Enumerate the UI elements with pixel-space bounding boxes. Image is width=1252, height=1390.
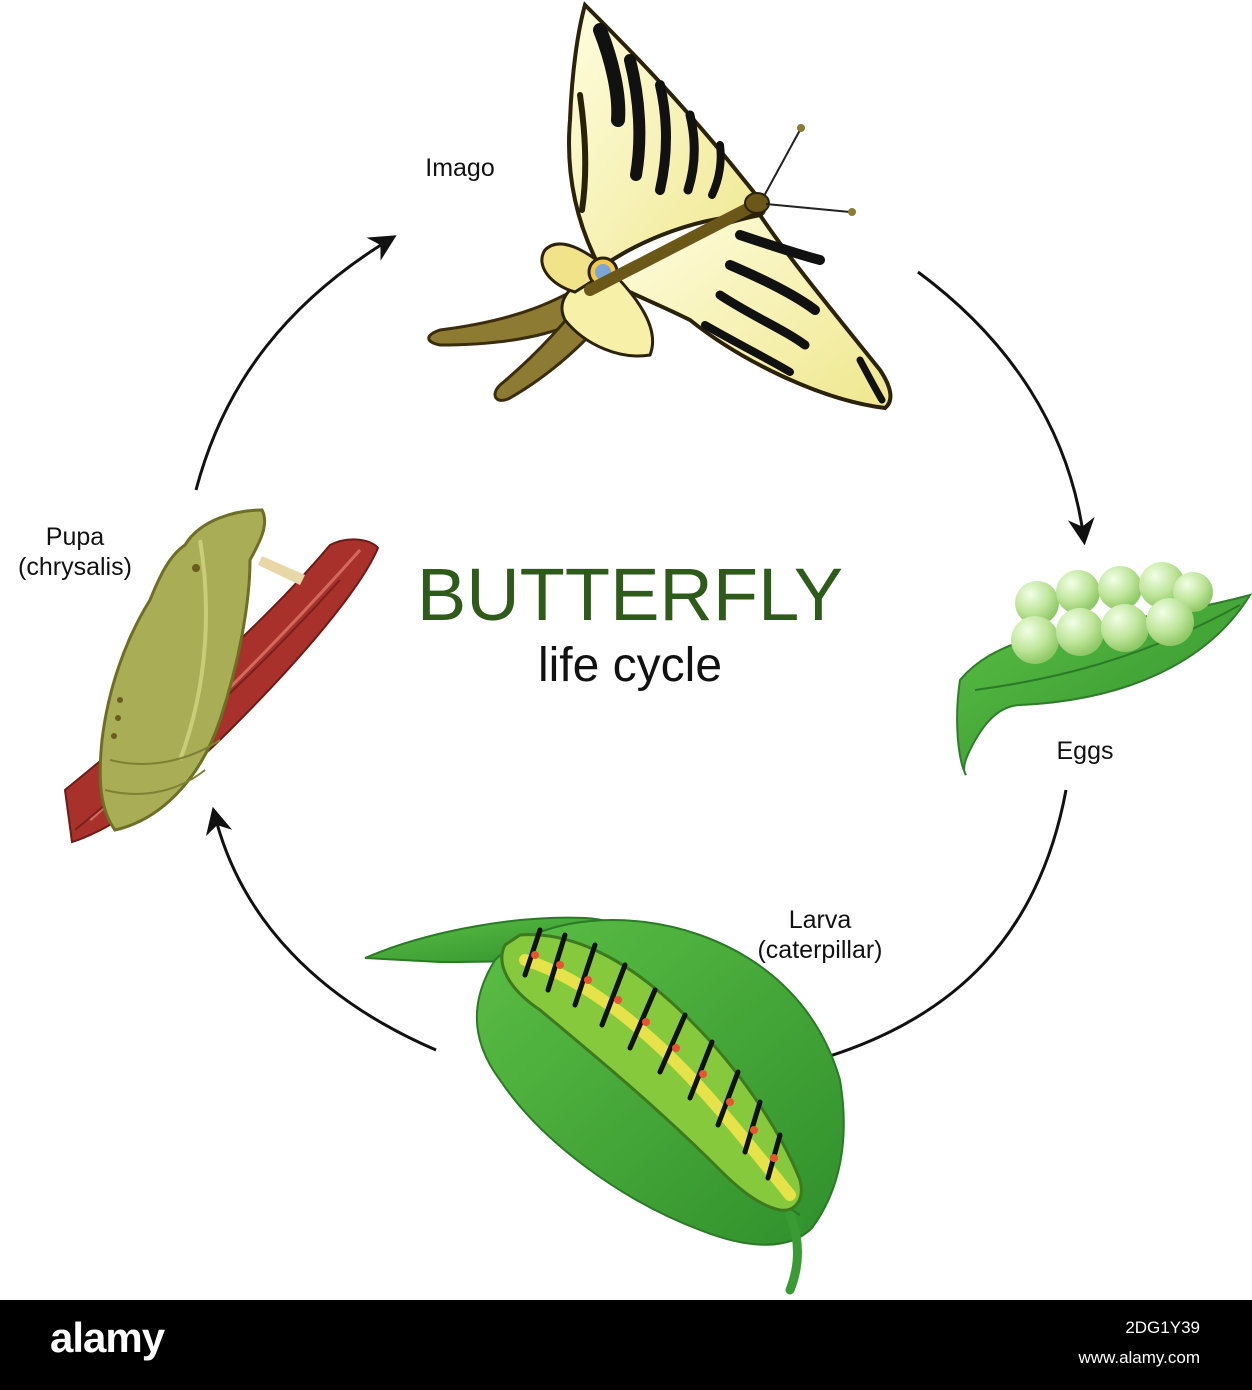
label-pupa-line1: Pupa [45, 523, 105, 551]
diagram-canvas: BUTTERFLY life cycle Imago Eggs Larva (c… [0, 1, 1252, 1295]
label-larva: Larva (caterpillar) [720, 905, 920, 965]
arrow-pupa-to-imago [194, 235, 397, 491]
label-eggs: Eggs [1035, 736, 1135, 766]
life-cycle-diagram [63, 1, 1252, 1295]
butterfly-illustration [427, 1, 893, 411]
arrow-eggs-to-larva [804, 789, 1068, 1070]
arrow-larva-to-pupa [205, 806, 437, 1052]
diagram-subtitle: life cycle [537, 639, 723, 692]
watermark-footer: alamy 2DG1Y39 www.alamy.com [0, 1300, 1252, 1390]
site-url: www.alamy.com [1078, 1348, 1200, 1367]
larva-illustration [364, 916, 845, 1295]
label-imago-text: Imago [425, 154, 495, 182]
label-eggs-text: Eggs [1056, 737, 1114, 765]
brand-logo: alamy [50, 1314, 165, 1361]
label-imago: Imago [405, 153, 515, 183]
label-pupa: Pupa (chrysalis) [0, 522, 150, 582]
diagram-title: BUTTERFLY [416, 553, 844, 636]
label-pupa-line2: (chrysalis) [18, 553, 132, 581]
pupa-illustration [63, 508, 380, 844]
arrow-imago-to-eggs [917, 270, 1095, 546]
image-id: 2DG1Y39 [1125, 1318, 1200, 1337]
label-larva-line1: Larva [788, 906, 852, 934]
eggs-illustration [956, 562, 1252, 776]
label-larva-line2: (caterpillar) [757, 936, 883, 964]
